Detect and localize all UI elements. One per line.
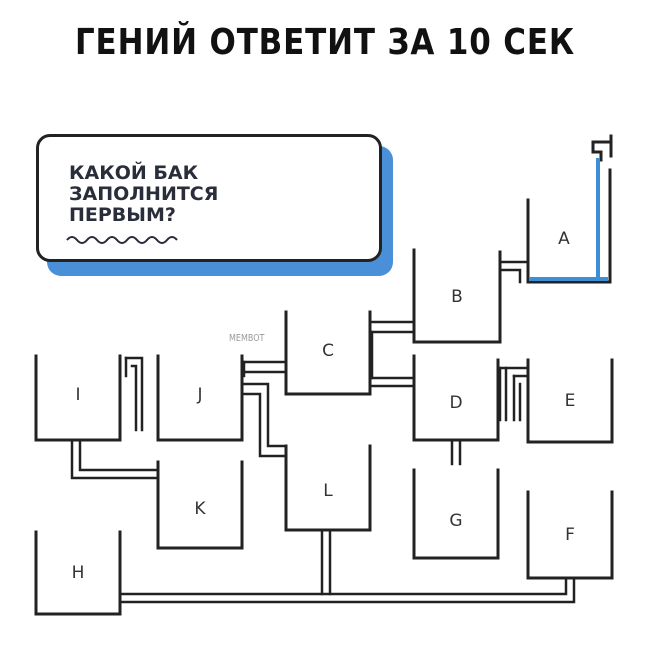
tank-label-c: C [322,341,334,361]
question-box: КАКОЙ БАК ЗАПОЛНИТСЯ ПЕРВЫМ? [36,134,382,262]
tank-k [156,460,244,550]
question-text: КАКОЙ БАК ЗАПОЛНИТСЯ ПЕРВЫМ? [69,163,218,226]
tank-label-j: J [196,385,202,405]
pipes [70,260,576,604]
tank-label-f: F [565,525,575,545]
tank-c [284,310,372,396]
tank-label-k: K [194,499,206,519]
headline: ГЕНИЙ ОТВЕТИТ ЗА 10 СЕК [74,22,576,63]
tank-d [412,354,500,442]
tank-h [34,530,122,616]
tank-a [526,168,612,284]
watermark: MEMBOT [229,333,265,344]
tank-b [412,248,502,344]
tank-f [526,490,614,580]
tank-e [526,358,614,444]
water-tap-icon [591,134,613,162]
water-stream [596,158,600,278]
question-line-2: ЗАПОЛНИТСЯ [69,183,219,205]
tank-label-i: I [75,385,80,405]
tank-l [284,444,372,532]
tank-label-h: H [72,563,85,583]
tank-label-e: E [565,391,576,411]
tank-i [34,354,122,442]
tank-g [412,468,500,560]
tank-label-l: L [323,481,333,501]
wavy-line-icon [66,236,178,244]
question-line-1: КАКОЙ БАК [69,162,199,184]
tank-label-a: A [558,229,570,249]
question-line-3: ПЕРВЫМ? [69,204,176,226]
tank-a-water [529,277,608,281]
tank-label-b: B [451,287,463,307]
tank-j [156,354,244,442]
tank-label-g: G [449,511,462,531]
tank-label-d: D [449,393,462,413]
